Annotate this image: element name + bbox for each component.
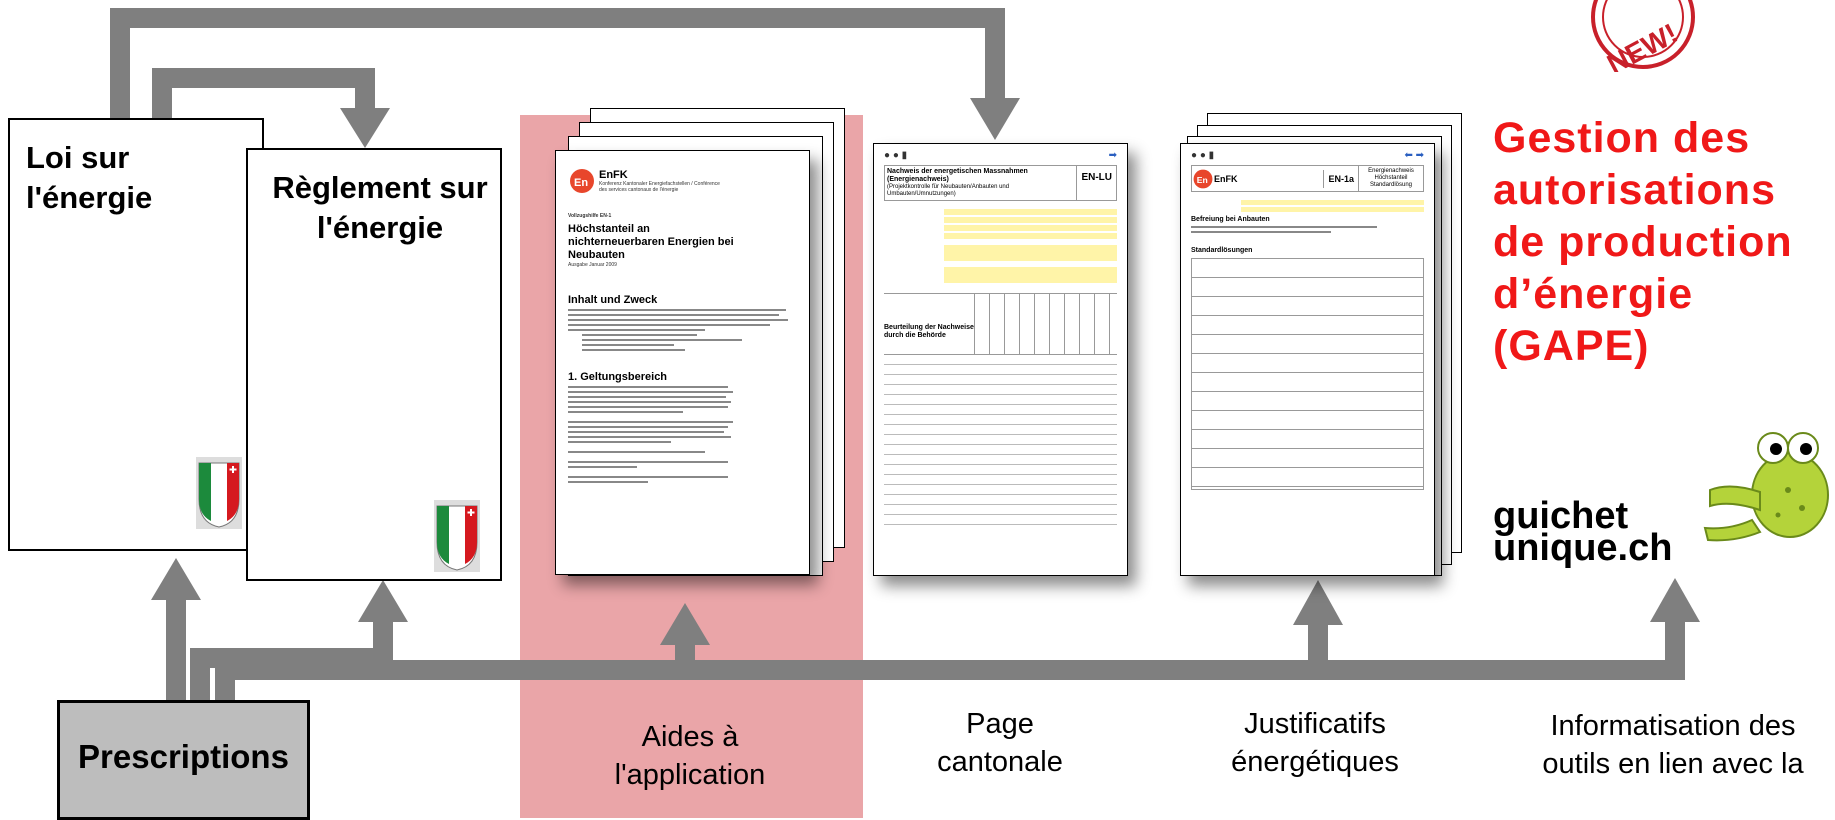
prescriptions-label: Prescriptions [78,738,289,775]
doc2-toolbar-icons: ● ● ▮ [884,150,908,161]
doc1-body-lines [568,309,797,351]
arrow-presc-to-reglement [190,617,393,703]
caption-informatisation: Informatisation des outils en lien avec … [1542,710,1804,780]
guichet-mascot-icon [1703,432,1829,542]
doc3-table [1191,258,1424,490]
doc3-section-standard: Standardlösungen [1191,247,1253,254]
enfk-logo-text: EnFK [599,169,628,181]
doc2-assessment: Beurteilung der Nachweise durch die Behö… [884,293,1117,354]
doc1-date: Ausgabe Januar 2009 [568,262,617,268]
doc3-code: EN-1a [1323,169,1358,188]
doc1-title: Höchstanteil an nichterneuerbaren Energi… [568,223,734,261]
guichet-unique-logo: guichet unique.ch [1493,495,1673,569]
arrow-loi-to-page [110,8,1005,120]
doc2-nav-icon: ➡ [1108,150,1117,161]
enfk-logo-icon: En [1193,169,1213,188]
doc3-logo-text: EnFK [1214,173,1238,184]
doc2-table [884,354,1117,530]
reglement-title: Règlement sur l'énergie [272,170,488,245]
doc3-toolbar: ● ● ▮ ⬅ ➡ [1191,150,1424,161]
svg-text:En: En [574,177,588,189]
guichet-line1: guichet [1493,495,1629,537]
caption-justificatifs: Justificatifs énergétiques [1231,708,1399,778]
loi-title: Loi sur l'énergie [26,140,153,215]
enfk-header: En EnFK Konferenz Kantonaler Energiefach… [568,167,797,195]
new-stamp-icon: NEW! [1591,0,1695,72]
caption-aides: Aides à l'application [614,721,766,791]
doc2-title: Nachweis der energetischen Massnahmen (E… [887,168,1028,183]
doc3-fields [1191,200,1424,212]
doc1-subtitle: Vollzugshilfe EN-1 [568,213,612,219]
svg-text:En: En [1197,174,1208,184]
guichet-line2: unique.ch [1493,527,1673,569]
doc1-body-lines-2 [568,386,797,483]
doc3-title: Energienachweis Höchstanteil Standardlös… [1358,166,1423,191]
doc2-toolbar: ● ● ▮ ➡ [884,150,1117,161]
doc3-section: Befreiung bei Anbauten [1191,216,1270,223]
prescriptions-box [57,700,310,820]
arrow-presc-to-tools [215,617,1685,703]
justificatifs-document: ● ● ▮ ⬅ ➡ En EnFK EN-1a Energienachweis … [1180,143,1435,576]
doc3-toolbar-icons: ● ● ▮ [1191,150,1215,161]
arrow-loi-to-reglement [152,68,375,120]
caption-page-cantonale: Page cantonale [937,708,1063,778]
lucerne-shield-icon [196,457,242,529]
doc3-intro-lines [1191,226,1424,233]
doc3-header: En EnFK EN-1a Energienachweis Höchstante… [1191,165,1424,192]
lucerne-shield-icon [434,500,480,572]
gape-title: Gestion des autorisations de production … [1493,114,1793,370]
enfk-org: Konferenz Kantonaler Energiefachstellen … [599,181,720,193]
doc2-code: EN-LU [1076,166,1116,200]
loi-document: Loi sur l'énergie [8,118,264,551]
doc2-header: Nachweis der energetischen Massnahmen (E… [884,165,1117,201]
aides-document: En EnFK Konferenz Kantonaler Energiefach… [555,150,810,575]
doc2-subtitle: (Projektkontrolle für Neubauten/Anbauten… [887,184,1010,197]
doc1-section-scope: 1. Geltungsbereich [568,371,668,383]
reglement-document: Règlement sur l'énergie [246,148,502,581]
enfk-logo-icon: En [570,169,594,193]
doc2-section: Beurteilung der Nachweise durch die Behö… [884,324,974,339]
doc1-section-purpose: Inhalt und Zweck [568,294,658,306]
doc3-nav-icon: ⬅ ➡ [1404,150,1424,161]
doc2-form-fields [884,209,1117,283]
page-cantonale-document: ● ● ▮ ➡ Nachweis der energetischen Massn… [873,143,1128,576]
